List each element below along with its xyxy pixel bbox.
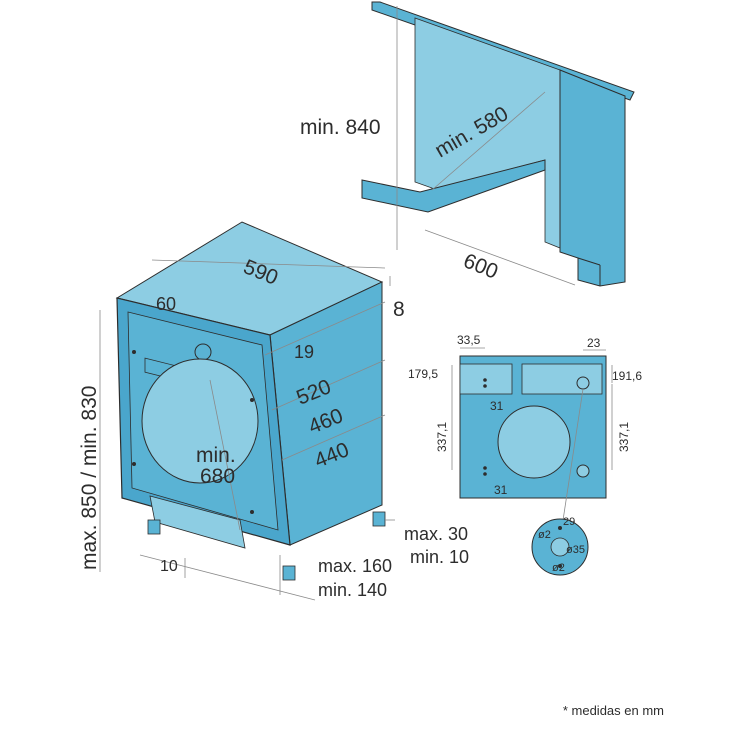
hinge-mark xyxy=(250,398,254,402)
units-footnote: * medidas en mm xyxy=(562,703,664,718)
door-min-label-line2: 680 xyxy=(200,465,235,488)
foot xyxy=(147,519,161,535)
depth440-dim-line xyxy=(281,414,386,461)
door-min-label-line1: min. xyxy=(196,444,236,467)
door-offset-label: 60 xyxy=(156,294,176,314)
gap-label: 8 xyxy=(393,298,405,321)
screw-point xyxy=(483,466,487,470)
door-template-window-right xyxy=(521,363,603,395)
hinge-d35-label: ø35 xyxy=(566,544,585,556)
depth520-dim-line xyxy=(264,301,386,356)
dim-337-right-label: 337,1 xyxy=(617,422,631,452)
door-template-drawing: 33,5 23 179,5 191,6 31 31 337,1 337,1 29… xyxy=(408,333,642,576)
hinge-mark xyxy=(250,510,254,514)
dim-23-label: 23 xyxy=(587,336,601,350)
porthole-door xyxy=(141,358,259,484)
hinge-detail-screw xyxy=(558,526,562,530)
niche-width-dim-line xyxy=(424,229,576,286)
hinge-29-label: 29 xyxy=(563,516,575,528)
dim-179-5-label: 179,5 xyxy=(408,367,438,381)
depth460-dim-line xyxy=(271,359,386,411)
appliance-drawing: max. 850 / min. 830 590 60 8 19 520 460 … xyxy=(78,221,469,601)
side-offset-label: 10 xyxy=(160,558,178,575)
niche-depth-dim-line xyxy=(431,91,546,191)
screw-point xyxy=(483,472,487,476)
dim-31-top-label: 31 xyxy=(490,399,504,413)
hinge-hole-bottom xyxy=(576,464,590,478)
door-template-porthole xyxy=(497,405,571,479)
foot xyxy=(282,565,296,581)
hinge-hole-top xyxy=(576,376,590,390)
appliance-height-label: max. 850 / min. 830 xyxy=(78,386,101,570)
niche-side-panel xyxy=(559,69,626,287)
screw-point xyxy=(483,384,487,388)
dim-337-left-label: 337,1 xyxy=(435,422,449,452)
feet-max-label: max. 30 xyxy=(404,524,468,544)
niche-drawing: min. 840 min. 580 600 xyxy=(300,1,635,287)
door-min-dim-line xyxy=(209,379,241,531)
screw-point xyxy=(483,378,487,382)
floor-dim-line xyxy=(139,554,316,601)
width-dim-line xyxy=(151,259,386,269)
dim-31-bottom-label: 31 xyxy=(494,483,508,497)
plinth-min-label: min. 140 xyxy=(318,580,387,600)
niche-edge xyxy=(577,257,601,266)
hinge-mark xyxy=(132,462,136,466)
hinge-d2-top-label: ø2 xyxy=(538,529,551,541)
niche-height-label: min. 840 xyxy=(300,116,381,139)
niche-width-label: 600 xyxy=(460,249,501,283)
dim-191-6-label: 191,6 xyxy=(612,369,642,383)
hinge-detail-screw xyxy=(558,564,562,568)
feet-min-label: min. 10 xyxy=(410,547,469,567)
hinge-mark xyxy=(132,350,136,354)
foot xyxy=(372,511,386,527)
appliance-plinth xyxy=(149,495,246,549)
niche-floor-ledge xyxy=(361,159,546,213)
hinge-leader-line xyxy=(559,388,584,541)
plinth-max-label: max. 160 xyxy=(318,556,392,576)
hinge-detail-cup xyxy=(550,537,570,557)
dim-33-5-label: 33,5 xyxy=(457,333,481,347)
top-gap-label: 19 xyxy=(294,342,314,362)
hinge-d2-bottom-label: ø2 xyxy=(552,562,565,574)
